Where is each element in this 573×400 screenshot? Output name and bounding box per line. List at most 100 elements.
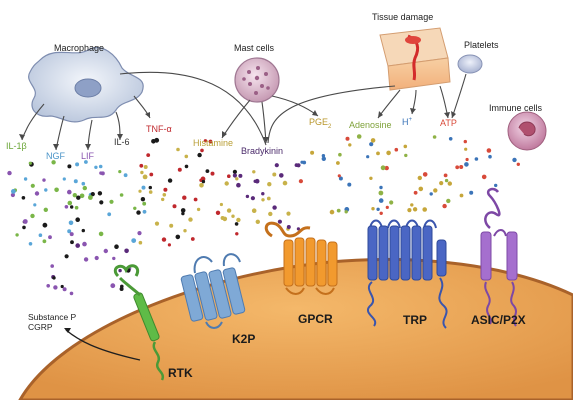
mediator-dot (344, 210, 348, 214)
mediator-dot (140, 170, 144, 175)
mediator-dot (236, 182, 241, 188)
mediator-dot (10, 192, 15, 198)
mediator-dot (148, 190, 153, 194)
mediator-dot (488, 154, 492, 159)
mediator-dot (70, 240, 74, 245)
mediator-dot (274, 163, 279, 168)
mediator-dot (253, 179, 257, 183)
mediator-dot (82, 241, 87, 247)
label-adenosine: Adenosine (349, 120, 392, 130)
mediator-dot (69, 232, 74, 237)
mediator-dot (378, 190, 384, 196)
mediator-dot (54, 187, 59, 193)
label-lif: LIF (81, 151, 95, 161)
neuropeptide-release-arrow (65, 329, 141, 361)
mediator-dot (183, 229, 187, 233)
mediator-dot (149, 172, 154, 177)
mediator-dot (404, 153, 408, 158)
mediator-dot (68, 220, 74, 226)
mediator-dot (84, 160, 88, 164)
mediator-dot (176, 147, 180, 152)
mediator-dot (118, 268, 122, 273)
mediator-dot (219, 202, 223, 207)
mediator-dot (75, 243, 80, 248)
label-mast-cells: Mast cells (234, 43, 275, 53)
mediator-dot (64, 254, 69, 259)
mediator-molecules (7, 134, 520, 296)
mediator-dot (338, 176, 343, 181)
mediator-dot (11, 189, 16, 194)
mediator-dot (422, 207, 428, 212)
mediator-dot (83, 257, 89, 262)
mediator-dot (199, 183, 204, 188)
mediator-dot (446, 198, 451, 204)
mediator-dot (137, 231, 142, 236)
mediator-dot (268, 211, 273, 217)
mediator-dot (44, 188, 48, 192)
mediator-dot (138, 240, 143, 245)
mediator-dot (200, 148, 204, 153)
mediator-dot (52, 276, 56, 280)
mediator-dot (177, 167, 182, 172)
pge2-subscript: 2 (328, 123, 332, 130)
platelet-cell (457, 54, 483, 74)
mediator-dot (99, 171, 103, 175)
mediator-dot (443, 173, 448, 178)
mediator-dot (161, 237, 167, 242)
mediator-dot (371, 207, 375, 211)
label-il6: IL-6 (114, 137, 130, 147)
mediator-dot (133, 206, 137, 210)
mediator-dot (7, 170, 12, 176)
mediator-dot (15, 233, 19, 237)
mediator-dot (236, 217, 241, 223)
mediator-dot (337, 174, 341, 178)
mediator-dot (447, 181, 452, 186)
label-k2p: K2P (232, 332, 256, 346)
mediator-dot (161, 197, 165, 202)
label-tnfa: TNF-α (146, 124, 172, 134)
mediator-dot (286, 225, 291, 229)
mediator-dot (140, 197, 146, 202)
mediator-dot (94, 255, 99, 261)
mediator-dot (407, 208, 412, 213)
mediator-dot (172, 204, 177, 209)
mediator-dot (444, 178, 449, 183)
mediator-dot (321, 156, 326, 161)
mediator-dot (389, 200, 394, 205)
mediator-dot (103, 248, 109, 254)
label-bradykinin: Bradykinin (241, 146, 284, 156)
mediator-dot (255, 219, 260, 224)
label-cgrp: CGRP (28, 322, 53, 332)
mediator-dot (205, 169, 210, 174)
mediator-dot (162, 193, 167, 197)
mediator-dot (418, 186, 424, 192)
mediator-dot (48, 235, 52, 240)
mediator-dot (448, 137, 453, 141)
mediator-dot (345, 136, 350, 141)
mediator-dot (413, 190, 418, 195)
mediator-dot (75, 162, 80, 167)
mediator-dot (379, 211, 383, 215)
mediator-dot (30, 213, 35, 219)
mediator-dot (119, 193, 124, 197)
mediator-dot (180, 208, 186, 213)
mediator-dot (463, 139, 467, 144)
mediator-dot (120, 284, 124, 289)
mediator-dot (67, 200, 73, 206)
mediator-dot (114, 244, 119, 249)
mediator-dot (42, 239, 47, 244)
mediator-dot (261, 192, 265, 196)
label-h-plus: H+ (402, 117, 412, 127)
mediator-dot (210, 171, 215, 176)
asic-p2x-receptor (480, 187, 518, 327)
mediator-dot (124, 248, 129, 254)
mediator-dot (67, 189, 72, 195)
mediator-dot (512, 157, 517, 163)
mediator-dot (300, 160, 304, 164)
label-il1b: IL-1β (6, 141, 27, 151)
mediator-dot (384, 165, 389, 171)
mediator-dot (97, 191, 103, 196)
mediator-dot (370, 138, 376, 143)
mediator-dot (403, 144, 408, 149)
